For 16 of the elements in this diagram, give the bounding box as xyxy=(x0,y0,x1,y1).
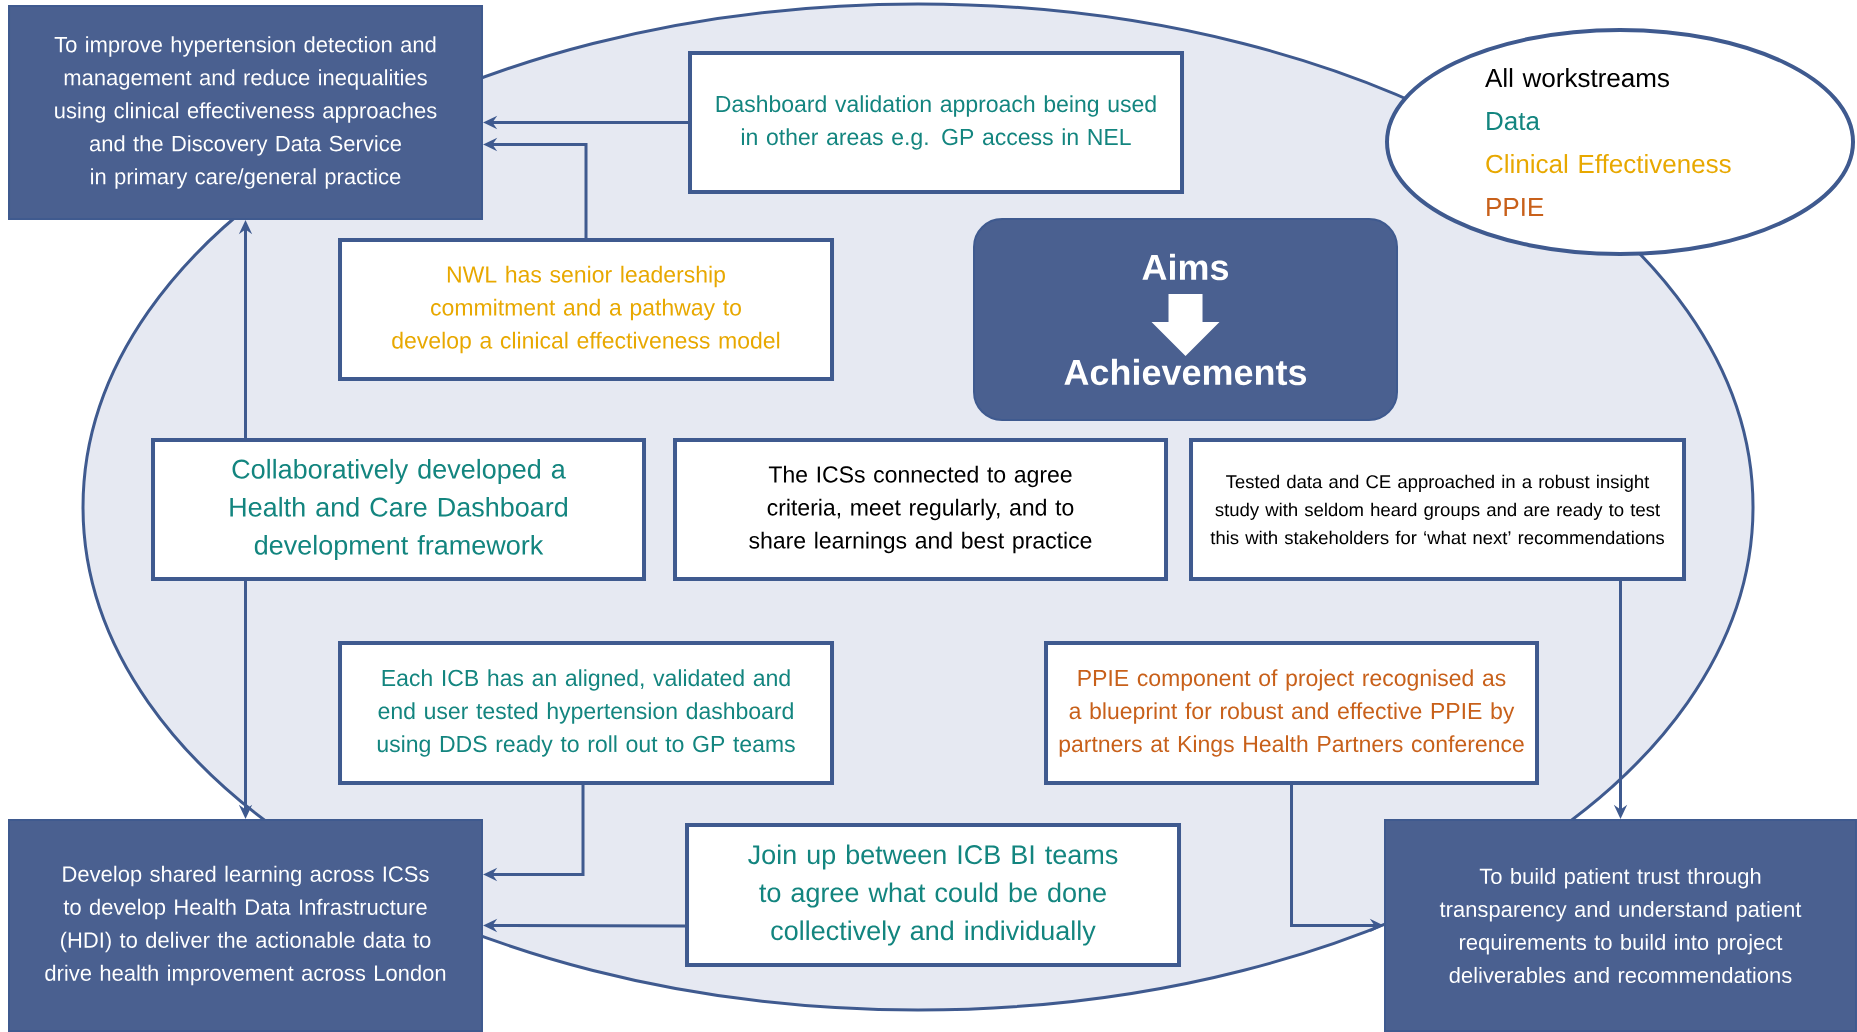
achievement-box: Tested data and CE approached in a robust insight study with seldom heard groups and are ready to test this with stakeholders for ‘what next’ recommendations xyxy=(1189,438,1686,581)
achievement-box: NWL has senior leadership commitment and a pathway to develop a clinical effectiveness model xyxy=(338,238,834,381)
achievement-box: The ICSs connected to agree criteria, meet regularly, and to share learnings and best practice xyxy=(673,438,1168,581)
achievement-box: Join up between ICB BI teams to agree what could be done collectively and individually xyxy=(685,823,1181,967)
goal-box: Develop shared learning across ICSs to develop Health Data Infrastructure (HDI) to deliver the actionable data to drive health improvement across London xyxy=(8,819,483,1032)
achievement-box: PPIE component of project recognised as a blueprint for robust and effective PPIE by partners at Kings Health Partners conference xyxy=(1044,641,1539,785)
goal-box: To build patient trust through transparency and understand patient requirements to build into project deliverables and recommendations xyxy=(1384,819,1857,1032)
achievement-box: Collaboratively developed a Health and Care Dashboard development framework xyxy=(151,438,646,581)
node-label: Clinical Effectiveness xyxy=(1486,154,1731,174)
node-label: PPIE xyxy=(1487,198,1544,216)
achievement-box: Dashboard validation approach being used in other areas e.g. GP access in NEL xyxy=(688,51,1184,194)
node-label: Data xyxy=(1487,112,1540,131)
node-label: All workstreams xyxy=(1485,68,1669,88)
goal-box: To improve hypertension detection and management and reduce inequalities using clinical effectiveness approaches and the Discovery Data Service in primary care/general practice xyxy=(8,5,483,220)
title-box: Aims Achievements xyxy=(973,218,1398,421)
achievement-box: Each ICB has an aligned, validated and end user tested hypertension dashboard using DDS ready to roll out to GP teams xyxy=(338,641,834,785)
